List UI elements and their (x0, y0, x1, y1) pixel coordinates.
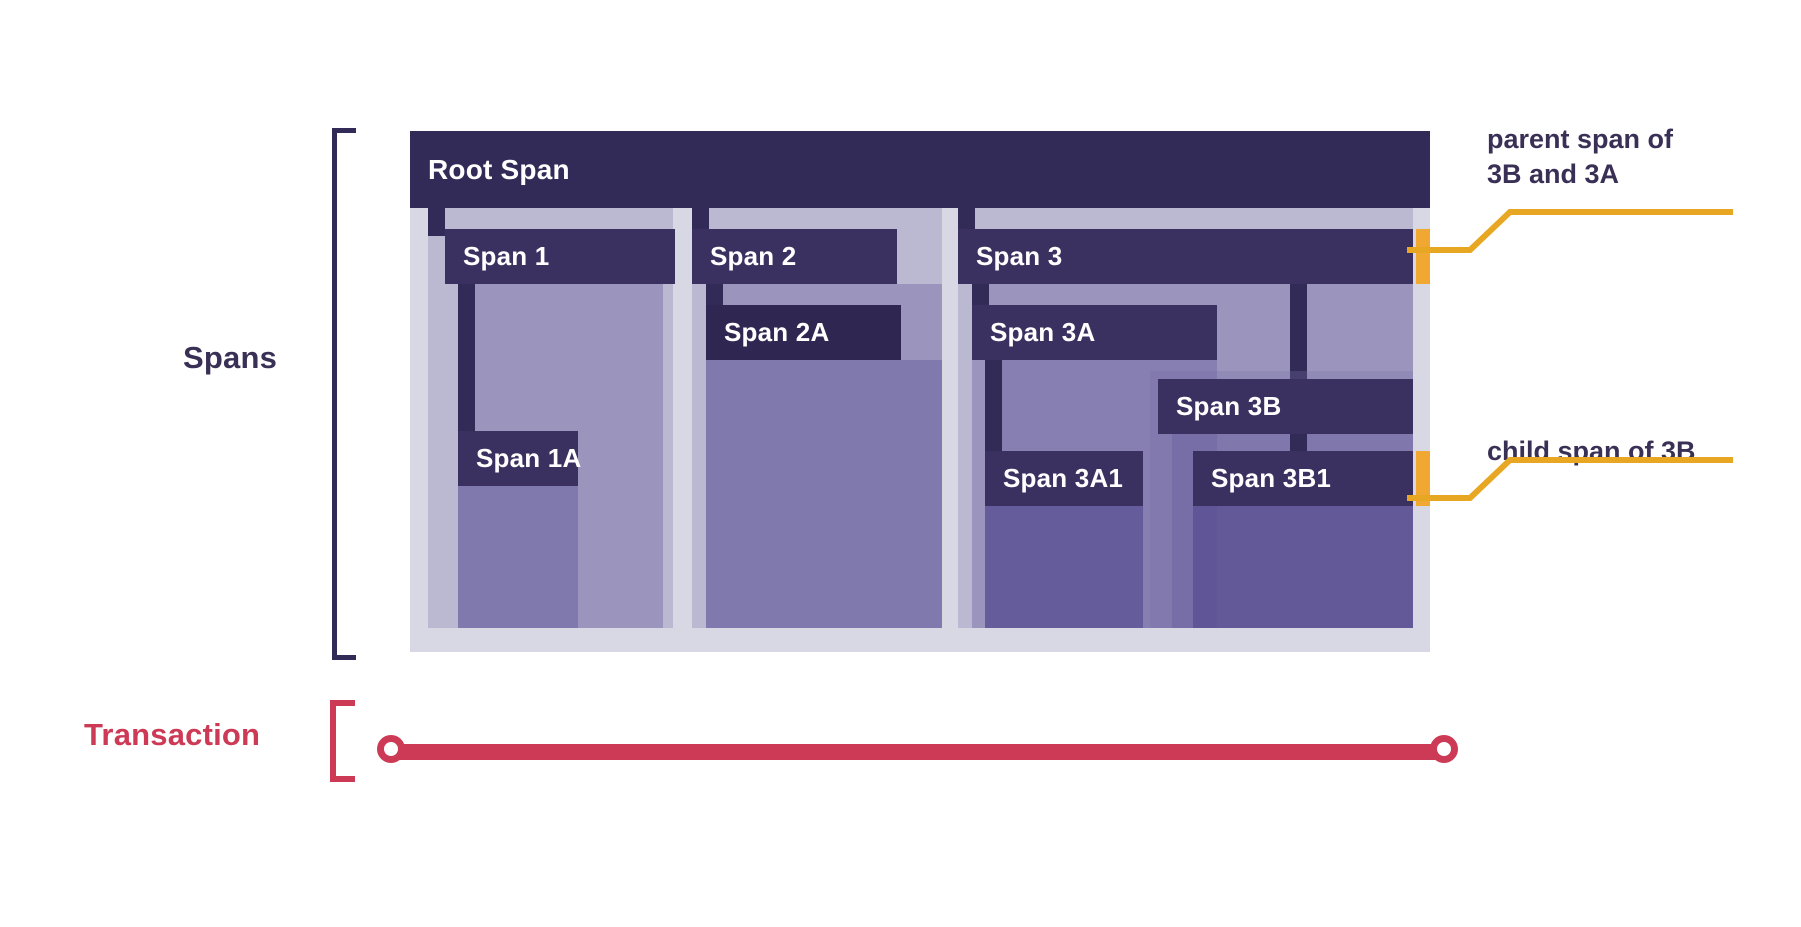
span-bar-3a1[interactable]: Span 3A1 (985, 451, 1143, 506)
span-bar-3[interactable]: Span 3 (958, 229, 1413, 284)
transaction-start-dot (377, 735, 405, 763)
transaction-bracket (330, 700, 355, 782)
span-bar-1a[interactable]: Span 1A (458, 431, 581, 486)
spans-bracket (332, 128, 356, 660)
span-body-2a (706, 360, 942, 628)
stem-span1-to-span1a (458, 284, 475, 461)
transaction-section-label: Transaction (84, 717, 261, 752)
span-bar-2[interactable]: Span 2 (692, 229, 897, 284)
leader-line-parent (1407, 195, 1740, 255)
highlight-marker-child (1416, 451, 1430, 506)
span-bar-1[interactable]: Span 1 (445, 229, 675, 284)
span-bar-3b1[interactable]: Span 3B1 (1193, 451, 1413, 506)
span-bar-3b[interactable]: Span 3B (1158, 379, 1413, 434)
transaction-line (392, 744, 1443, 760)
spans-container: Root Span Span 1 Span 1A Span 2 Span 2A … (410, 131, 1430, 652)
span-bar-root[interactable]: Root Span (410, 131, 1430, 208)
transaction-end-dot (1430, 735, 1458, 763)
callout-parent-text: parent span of 3B and 3A (1487, 124, 1674, 189)
span-body-1a (458, 486, 578, 628)
stem-span3-to-span3b (1290, 284, 1307, 384)
stem-root-to-span1 (428, 208, 445, 236)
spans-section-label: Spans (183, 340, 278, 375)
transaction-bar (375, 735, 1460, 769)
stem-span3a-to-span3a1 (985, 360, 1002, 480)
span-bar-2a[interactable]: Span 2A (706, 305, 901, 360)
callout-child-text: child span of 3B (1487, 436, 1696, 466)
span-body-3b1 (1193, 506, 1413, 628)
span-bar-3a[interactable]: Span 3A (972, 305, 1217, 360)
span-body-3a1 (985, 506, 1143, 628)
highlight-marker-parent (1416, 229, 1430, 284)
